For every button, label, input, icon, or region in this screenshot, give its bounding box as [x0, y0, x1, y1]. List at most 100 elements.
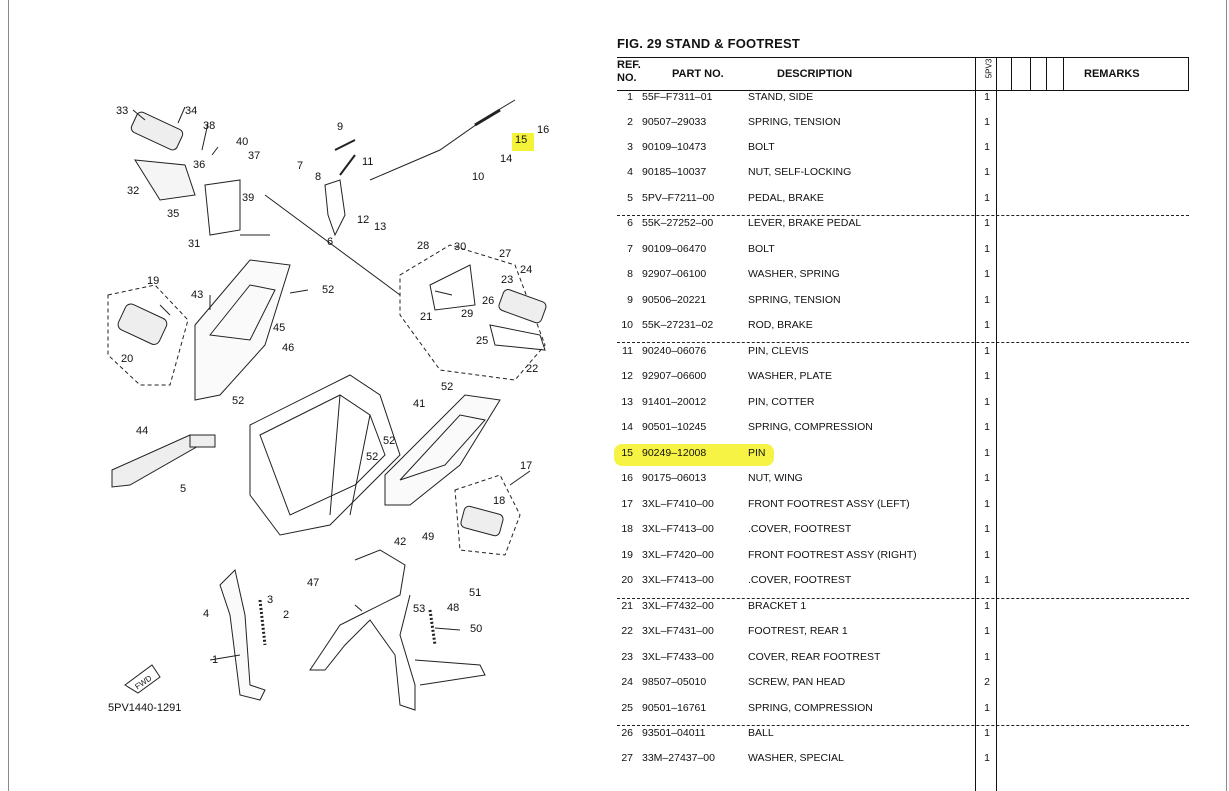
part-no-cell: 5PV–F7211–00	[642, 192, 715, 204]
ref-cell: 17	[621, 498, 633, 510]
diagram-label: 31	[188, 238, 200, 250]
ref-cell: 4	[627, 166, 633, 178]
part-no-cell: 3XL–F7433–00	[642, 651, 714, 663]
part-no-cell: 91401–20012	[642, 396, 707, 408]
part-no-cell: 90175–06013	[642, 472, 707, 484]
group-divider	[617, 725, 1189, 726]
diagram-label: 29	[461, 308, 473, 320]
qty-cell: 1	[984, 498, 990, 510]
part-no-cell: 90501–16761	[642, 702, 707, 714]
part-no-cell: 3XL–F7420–00	[642, 549, 714, 561]
page-border-right	[1226, 0, 1227, 791]
ref-cell: 7	[627, 243, 633, 255]
qty-cell: 1	[984, 702, 990, 714]
diagram-label: 49	[422, 531, 434, 543]
part-no-cell: 90109–06470	[642, 243, 707, 255]
qty-cell: 1	[984, 268, 990, 280]
ref-cell: 24	[621, 676, 633, 688]
diagram-label: 45	[273, 322, 285, 334]
description-cell: PIN, COTTER	[748, 396, 815, 408]
description-cell: BOLT	[748, 141, 775, 153]
diagram-label: 27	[499, 248, 511, 260]
column-rule	[1011, 57, 1012, 91]
description-cell: STAND, SIDE	[748, 91, 814, 103]
diagram-label: 1	[212, 654, 218, 666]
part-no-cell: 3XL–F7413–00	[642, 574, 714, 586]
part-no-cell: 92907–06100	[642, 268, 707, 280]
ref-cell: 23	[621, 651, 633, 663]
description-cell: BOLT	[748, 243, 775, 255]
qty-cell: 1	[984, 752, 990, 764]
group-divider	[617, 342, 1189, 343]
diagram-label: 34	[185, 105, 197, 117]
diagram-label: 23	[501, 274, 513, 286]
fwd-arrow-icon	[124, 664, 161, 694]
qty-cell: 1	[984, 523, 990, 535]
diagram-label: 6	[327, 236, 333, 248]
part-no-cell: 90507–29033	[642, 116, 707, 128]
ref-cell: 8	[627, 268, 633, 280]
diagram-label: 25	[476, 335, 488, 347]
diagram-label: 44	[136, 425, 148, 437]
diagram-label: 50	[470, 623, 482, 635]
description-cell: SPRING, TENSION	[748, 116, 841, 128]
diagram-label: 4	[203, 608, 209, 620]
diagram-label: 5	[180, 483, 186, 495]
part-no-cell: 55K–27252–00	[642, 217, 714, 229]
part-no-cell: 93501–04011	[642, 727, 706, 739]
ref-cell: 2	[627, 116, 633, 128]
diagram-label: 40	[236, 136, 248, 148]
description-cell: BALL	[748, 727, 774, 739]
diagram-label: 17	[520, 460, 532, 472]
ref-cell: 18	[621, 523, 633, 535]
ref-cell: 25	[621, 702, 633, 714]
part-no-cell: 3XL–F7410–00	[642, 498, 714, 510]
part-no-cell: 55F–F7311–01	[642, 91, 713, 103]
ref-cell: 1	[627, 91, 633, 103]
diagram-label: 3	[267, 594, 273, 606]
qty-cell: 1	[984, 625, 990, 637]
header-part-no: PART NO.	[672, 68, 724, 80]
diagram-label: 36	[193, 159, 205, 171]
part-no-cell: 90185–10037	[642, 166, 707, 178]
diagram-label: 52	[383, 435, 395, 447]
qty-cell: 1	[984, 91, 990, 103]
part-no-cell: 3XL–F7432–00	[642, 600, 714, 612]
description-cell: NUT, WING	[748, 472, 803, 484]
qty-cell: 1	[984, 651, 990, 663]
qty-cell: 1	[984, 294, 990, 306]
part-no-cell: 33M–27437–00	[642, 752, 715, 764]
header-ref-line2: NO.	[617, 72, 637, 84]
ref-cell: 26	[621, 727, 633, 739]
table-row: 1 55F–F7311–01 STAND, SIDE 1	[617, 91, 990, 109]
diagram-label: 21	[420, 311, 432, 323]
diagram-label: 51	[469, 587, 481, 599]
part-no-cell: 3XL–F7413–00	[642, 523, 714, 535]
diagram-label: 52	[232, 395, 244, 407]
diagram-label: 46	[282, 342, 294, 354]
ref-cell: 10	[621, 319, 633, 331]
part-no-cell: 98507–05010	[642, 676, 707, 688]
ref-cell: 20	[621, 574, 633, 586]
qty-cell: 1	[984, 727, 990, 739]
description-cell: PIN, CLEVIS	[748, 345, 809, 357]
ref-cell: 22	[621, 625, 633, 637]
ref-cell: 16	[621, 472, 633, 484]
diagram-label: 52	[322, 284, 334, 296]
diagram-label: 48	[447, 602, 459, 614]
description-cell: FOOTREST, REAR 1	[748, 625, 848, 637]
part-no-cell: 90240–06076	[642, 345, 707, 357]
ref-cell: 12	[621, 370, 633, 382]
diagram-label: 26	[482, 295, 494, 307]
